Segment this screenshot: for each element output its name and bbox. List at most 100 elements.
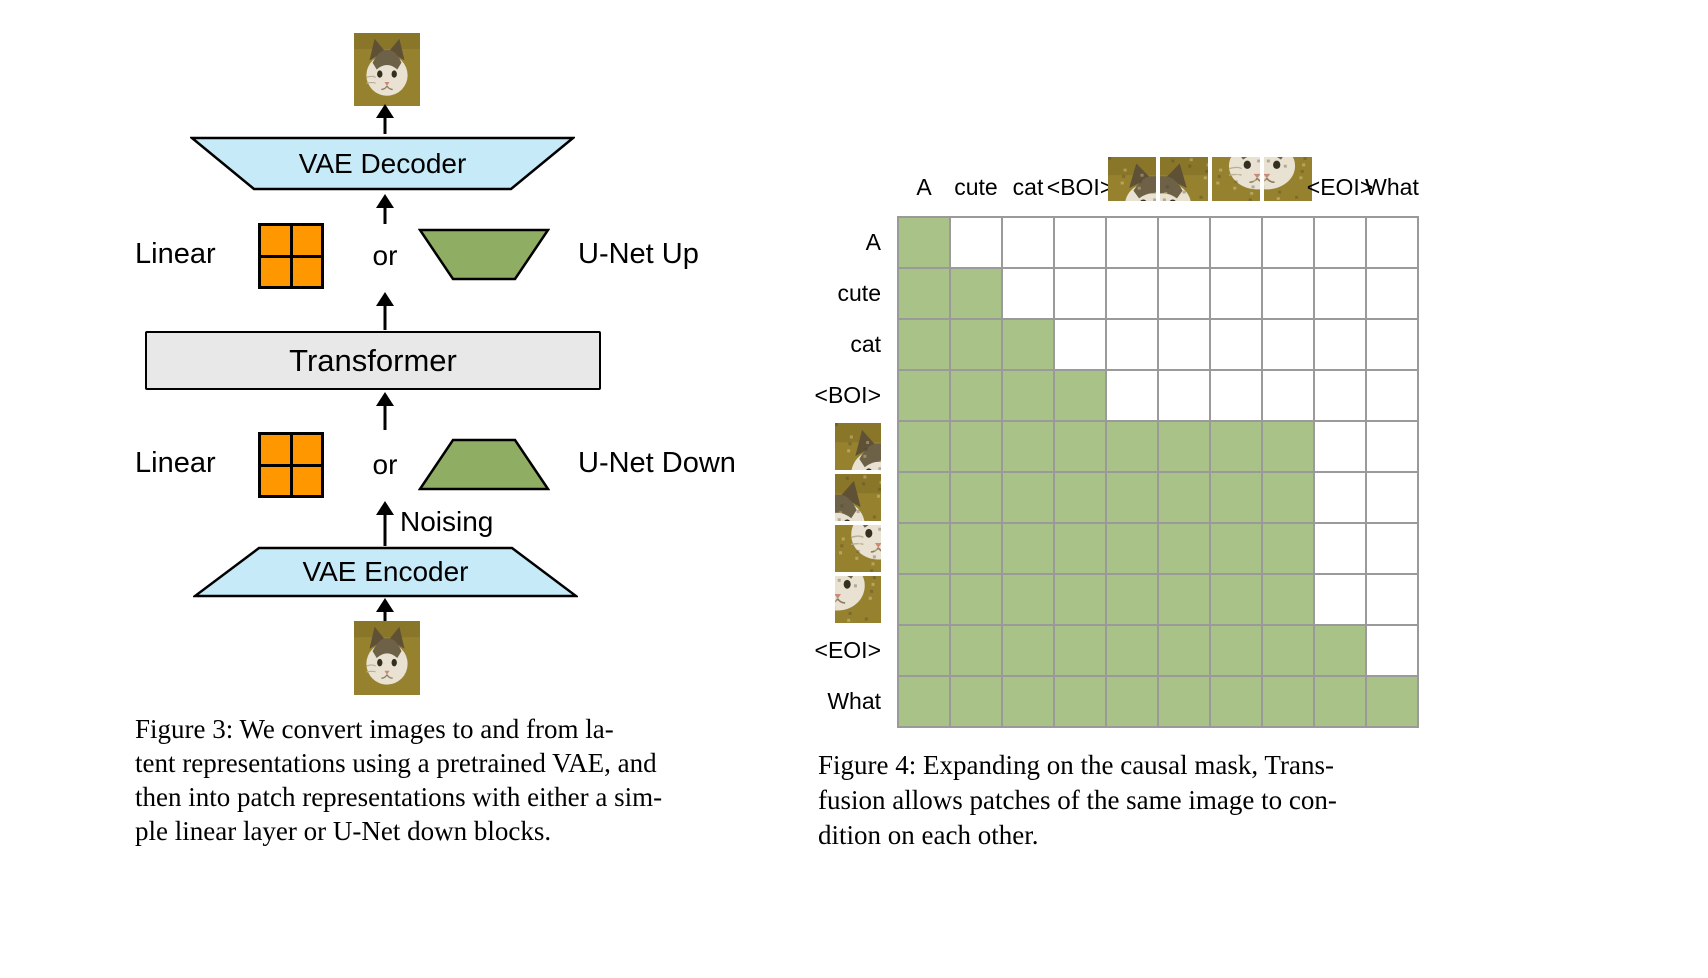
mask-cell-0-8	[1315, 218, 1365, 267]
mask-cell-3-5	[1159, 371, 1209, 420]
mask-cell-6-0	[899, 524, 949, 573]
col-header-image-patch-4	[1263, 157, 1313, 204]
cat-image-input	[354, 621, 420, 695]
mask-cell-3-0	[899, 371, 949, 420]
mask-cell-8-6	[1211, 626, 1261, 675]
caption-line: fusion allows patches of the same image …	[818, 785, 1337, 815]
col-header-label: cute	[954, 174, 998, 200]
mask-cell-5-8	[1315, 473, 1365, 522]
mask-cell-8-7	[1263, 626, 1313, 675]
mask-cell-2-9	[1367, 320, 1417, 369]
mask-cell-2-7	[1263, 320, 1313, 369]
arrow-up-icon	[376, 104, 394, 134]
mask-cell-4-5	[1159, 422, 1209, 471]
cat-patch-image	[1212, 157, 1260, 201]
patch-cell	[261, 466, 290, 495]
cat-patch-image	[1264, 157, 1312, 201]
mask-cell-0-4	[1107, 218, 1157, 267]
mask-cell-4-4	[1107, 422, 1157, 471]
col-header-image-patch-1	[1107, 157, 1157, 204]
mask-cell-5-5	[1159, 473, 1209, 522]
mask-cell-0-3	[1055, 218, 1105, 267]
mask-cell-1-0	[899, 269, 949, 318]
mask-cell-5-2	[1003, 473, 1053, 522]
mask-cell-9-5	[1159, 677, 1209, 726]
mask-cell-6-7	[1263, 524, 1313, 573]
linear-patch-block-top	[258, 223, 324, 289]
patch-cell	[292, 466, 321, 495]
arrowhead-icon	[376, 104, 394, 118]
row-label: <BOI>	[814, 382, 881, 408]
mask-cell-8-1	[951, 626, 1001, 675]
vae-decoder-label: VAE Decoder	[298, 147, 467, 179]
mask-cell-5-7	[1263, 473, 1313, 522]
mask-cell-6-6	[1211, 524, 1261, 573]
mask-cell-1-9	[1367, 269, 1417, 318]
linear-label-bottom: Linear	[135, 447, 216, 479]
mask-cell-3-4	[1107, 371, 1157, 420]
mask-cell-0-1	[951, 218, 1001, 267]
mask-cell-3-8	[1315, 371, 1365, 420]
mask-cell-8-2	[1003, 626, 1053, 675]
mask-cell-2-1	[951, 320, 1001, 369]
arrow-up-icon	[376, 501, 394, 546]
mask-cell-9-1	[951, 677, 1001, 726]
linear-label-top: Linear	[135, 238, 216, 270]
mask-cell-7-9	[1367, 575, 1417, 624]
col-header-label: What	[1365, 174, 1419, 200]
row-label-image-patch-4	[690, 575, 897, 624]
mask-cell-2-0	[899, 320, 949, 369]
mask-cell-7-0	[899, 575, 949, 624]
mask-cell-6-4	[1107, 524, 1157, 573]
mask-cell-8-4	[1107, 626, 1157, 675]
caption-line: Figure 3: We convert images to and from …	[135, 714, 614, 744]
caption-line: then into patch representations with eit…	[135, 782, 663, 812]
mask-cell-9-7	[1263, 677, 1313, 726]
mask-cell-9-8	[1315, 677, 1365, 726]
vae-encoder-block: VAE Encoder	[193, 546, 578, 598]
row-label: What	[827, 688, 881, 714]
patch-cell	[292, 257, 321, 286]
mask-cell-2-5	[1159, 320, 1209, 369]
mask-cell-2-3	[1055, 320, 1105, 369]
mask-cell-8-3	[1055, 626, 1105, 675]
cat-patch-image	[835, 525, 881, 572]
row-label: cute	[837, 280, 881, 306]
mask-cell-9-9	[1367, 677, 1417, 726]
mask-cell-7-3	[1055, 575, 1105, 624]
caption-line: Figure 4: Expanding on the causal mask, …	[818, 750, 1334, 780]
mask-cell-9-6	[1211, 677, 1261, 726]
mask-cell-4-8	[1315, 422, 1365, 471]
arrow-shaft	[383, 116, 387, 134]
mask-cell-6-1	[951, 524, 1001, 573]
mask-cell-8-0	[899, 626, 949, 675]
vae-encoder-label: VAE Encoder	[302, 556, 469, 587]
mask-cell-5-9	[1367, 473, 1417, 522]
arrow-up-icon	[376, 392, 394, 430]
mask-cell-7-4	[1107, 575, 1157, 624]
mask-cell-1-8	[1315, 269, 1365, 318]
cat-patch-image	[835, 474, 881, 521]
unet-down-label: U-Net Down	[578, 447, 736, 479]
col-header-label: <BOI>	[1046, 174, 1114, 200]
arrow-up-icon	[376, 292, 394, 330]
col-header-image-patch-2	[1159, 157, 1209, 204]
patch-cell	[261, 226, 290, 255]
caption-line: dition on each other.	[818, 820, 1039, 850]
mask-cell-0-2	[1003, 218, 1053, 267]
mask-cell-5-4	[1107, 473, 1157, 522]
col-header-image-patch-3	[1211, 157, 1261, 204]
mask-cell-5-1	[951, 473, 1001, 522]
mask-cell-0-0	[899, 218, 949, 267]
mask-cell-0-9	[1367, 218, 1417, 267]
mask-cell-4-6	[1211, 422, 1261, 471]
mask-cell-4-9	[1367, 422, 1417, 471]
vae-decoder-block: VAE Decoder	[190, 136, 575, 191]
mask-cell-1-7	[1263, 269, 1313, 318]
mask-cell-8-9	[1367, 626, 1417, 675]
caption-line: ple linear layer or U-Net down blocks.	[135, 816, 552, 846]
row-label-image-patch-3	[690, 524, 897, 573]
